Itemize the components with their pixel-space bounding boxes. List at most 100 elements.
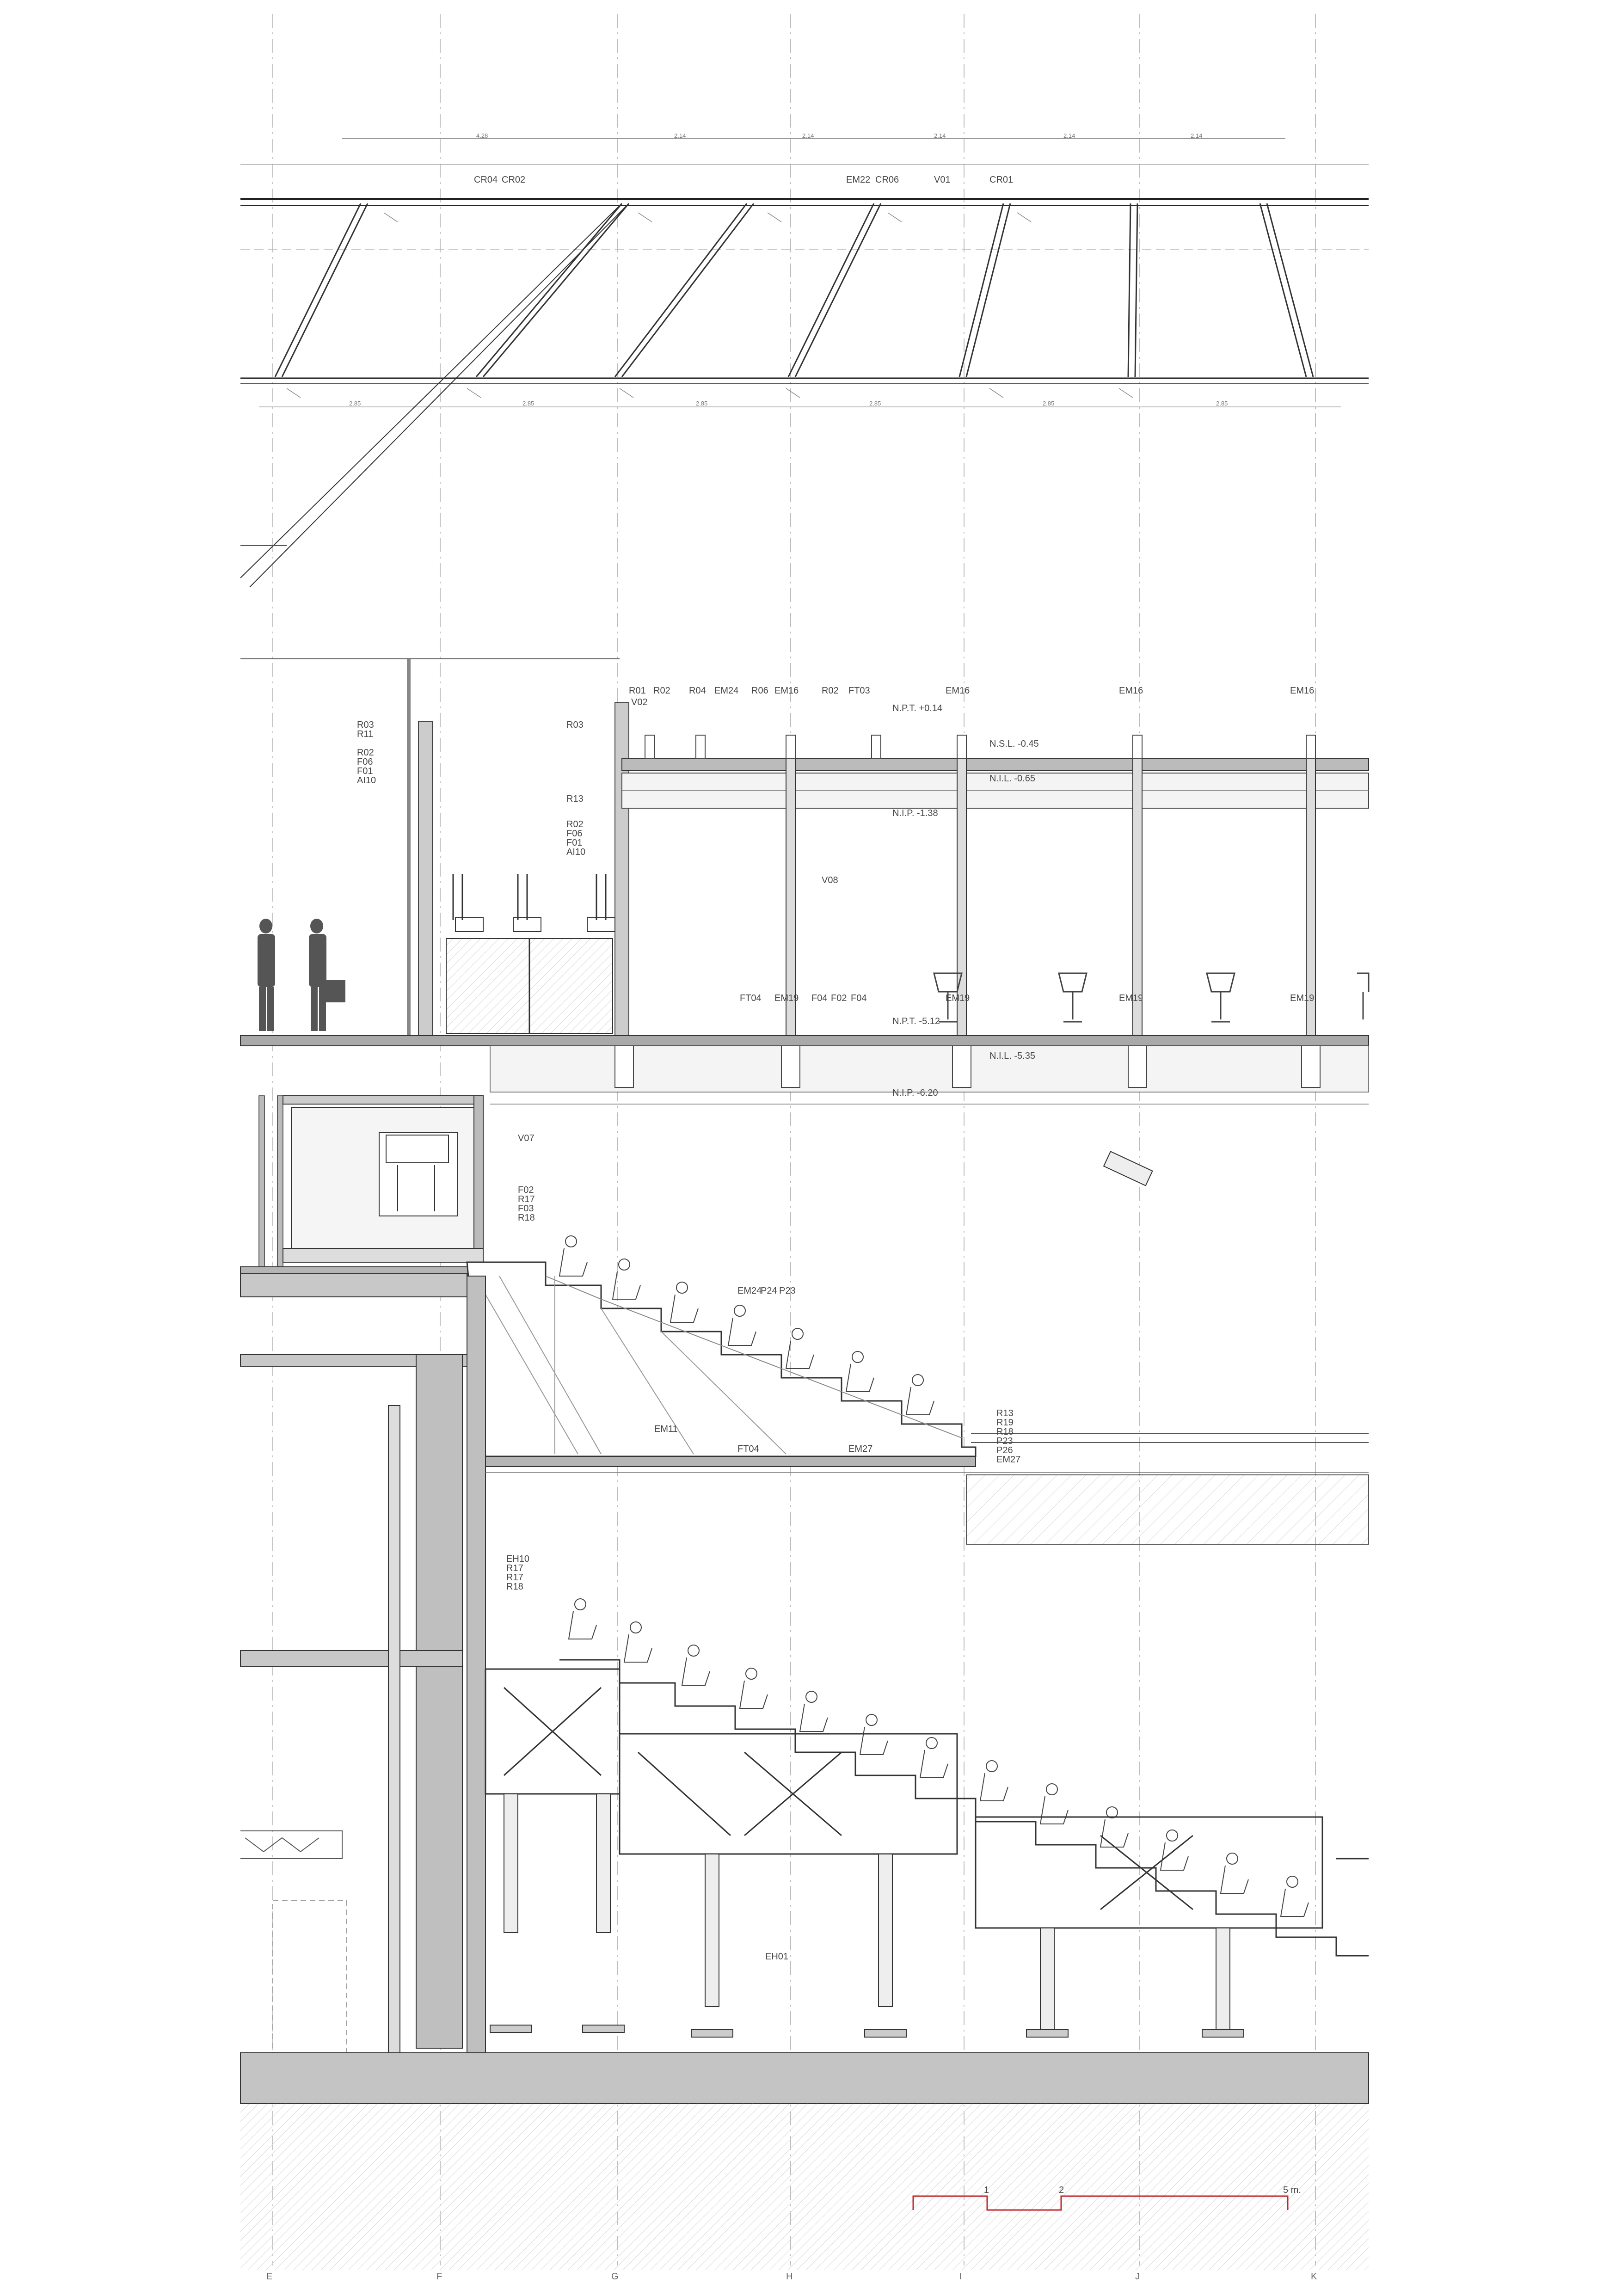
roof-dimension: 2.14 (934, 132, 946, 139)
spring-supports (490, 1793, 1244, 2038)
element-label: R18 (506, 1582, 523, 1592)
element-label: EM19 (946, 993, 970, 1003)
element-label: EM24 (714, 686, 738, 696)
element-label: R17 (506, 1563, 523, 1573)
element-label: EH10 (506, 1554, 529, 1564)
element-label: R11 (357, 729, 373, 739)
level-label: N.I.L. -5.35 (989, 1051, 1035, 1061)
element-label: V07 (518, 1133, 535, 1143)
roof-dimension: 2.85 (696, 400, 707, 407)
element-label: P23 (779, 1286, 796, 1296)
roof-dimension: 2.85 (522, 400, 534, 407)
roof-dimension: 2.85 (1043, 400, 1054, 407)
grid-axis-lines (272, 14, 1316, 2265)
roof-dimension: 2.14 (1191, 132, 1202, 139)
roof-label: V01 (934, 175, 951, 185)
element-label: R03 (566, 720, 584, 730)
left-core (240, 1273, 467, 2067)
projector (1103, 1151, 1153, 1186)
scale-bar-label: 1 (984, 2185, 989, 2195)
element-label: R17 (518, 1194, 535, 1204)
roof-structure (240, 138, 1369, 588)
element-label: AI10 (357, 775, 376, 786)
element-label: P23 (996, 1436, 1013, 1446)
element-label: EM11 (654, 1424, 678, 1434)
element-label: R06 (751, 686, 768, 696)
element-label: R02 (566, 819, 584, 829)
grid-axis-label: K (1311, 2271, 1317, 2282)
roof-dimensions: 4.28 2.14 2.14 2.14 2.14 2.14 2.85 2.85 … (349, 132, 1228, 407)
scale-bar-label: 5 m. (1283, 2185, 1301, 2195)
element-label: EM19 (1290, 993, 1314, 1003)
roof-dimension: 4.28 (476, 132, 488, 139)
level-label: N.S.L. -0.45 (989, 739, 1039, 749)
roof-label: CR02 (502, 175, 525, 185)
element-label: EM16 (1119, 686, 1143, 696)
roof-dimension: 2.14 (802, 132, 814, 139)
element-label: F06 (566, 829, 582, 839)
level-label: N.P.T. -5.12 (892, 1016, 940, 1026)
scale-bar (912, 2195, 1289, 2211)
element-label: R02 (357, 748, 374, 758)
element-label: F01 (357, 766, 373, 776)
element-label: EH01 (765, 1952, 788, 1962)
grid-axis-label: I (959, 2271, 962, 2282)
element-label: V02 (631, 697, 648, 707)
element-label: R18 (996, 1427, 1014, 1437)
element-label: R13 (996, 1408, 1014, 1418)
element-label: V08 (822, 875, 838, 885)
stage-machinery (446, 874, 615, 1034)
roof-dimension: 2.14 (1063, 132, 1075, 139)
grid-axis-label: E (266, 2271, 272, 2282)
upper-level-structure (240, 658, 1369, 1105)
element-label: AI10 (566, 847, 585, 857)
element-label: P24 (761, 1286, 777, 1296)
element-label: FT04 (737, 1444, 759, 1454)
element-label: R04 (689, 686, 706, 696)
balcony-structure (466, 1261, 1369, 2053)
roof-dimension: 2.85 (1216, 400, 1228, 407)
element-label: F02 (831, 993, 847, 1003)
element-label: R02 (653, 686, 670, 696)
element-label: R17 (506, 1572, 523, 1583)
projection-booth (240, 1095, 484, 1277)
grid-axis-label: H (786, 2271, 793, 2282)
element-label: R03 (357, 720, 374, 730)
ground-slab (240, 2052, 1369, 2270)
roof-label: CR04 (474, 175, 498, 185)
element-label: FT03 (848, 686, 870, 696)
lower-seated-figures (568, 1598, 1309, 1917)
scale-bar-label: 2 (1059, 2185, 1064, 2195)
level-label: N.I.P. -1.38 (892, 808, 938, 818)
element-label: F01 (566, 838, 582, 848)
element-label: F03 (518, 1203, 534, 1214)
roof-dimension: 2.85 (349, 400, 361, 407)
level-label: N.P.T. +0.14 (892, 703, 942, 713)
lower-seating-steps (559, 1659, 1369, 1957)
lower-left-labels: EH10 R17 R17 R18 (506, 1554, 529, 1592)
balcony-seated-figures (559, 1235, 934, 1415)
roof-dimension: 2.14 (674, 132, 686, 139)
grid-axis-label: J (1135, 2271, 1140, 2282)
roof-label: CR06 (875, 175, 899, 185)
element-label: R18 (518, 1213, 535, 1223)
element-label: R19 (996, 1418, 1014, 1428)
roof-dimension: 2.85 (869, 400, 881, 407)
element-label: EM16 (946, 686, 970, 696)
element-label: F04 (851, 993, 866, 1003)
roof-label: CR01 (989, 175, 1013, 185)
level-label: N.I.P. -6.20 (892, 1088, 938, 1098)
upper-level-chairs (933, 972, 1370, 1023)
grid-axis-label: G (611, 2271, 619, 2282)
roof-label: EM22 (846, 175, 870, 185)
upper-level-labels: R01 V02 R02 R04 EM24 R06 EM16 R02 FT03 E… (357, 686, 1314, 1098)
element-label: EM19 (774, 993, 799, 1003)
element-label: EM27 (996, 1455, 1020, 1465)
grid-axis-labels: E F G H I J K (266, 2271, 1317, 2282)
level-label: N.I.L. -0.65 (989, 774, 1035, 784)
element-label: EM16 (1290, 686, 1314, 696)
element-label: EM24 (737, 1286, 762, 1296)
element-label: F06 (357, 757, 373, 767)
scale-bar-labels: 1 2 5 m. (984, 2185, 1301, 2195)
